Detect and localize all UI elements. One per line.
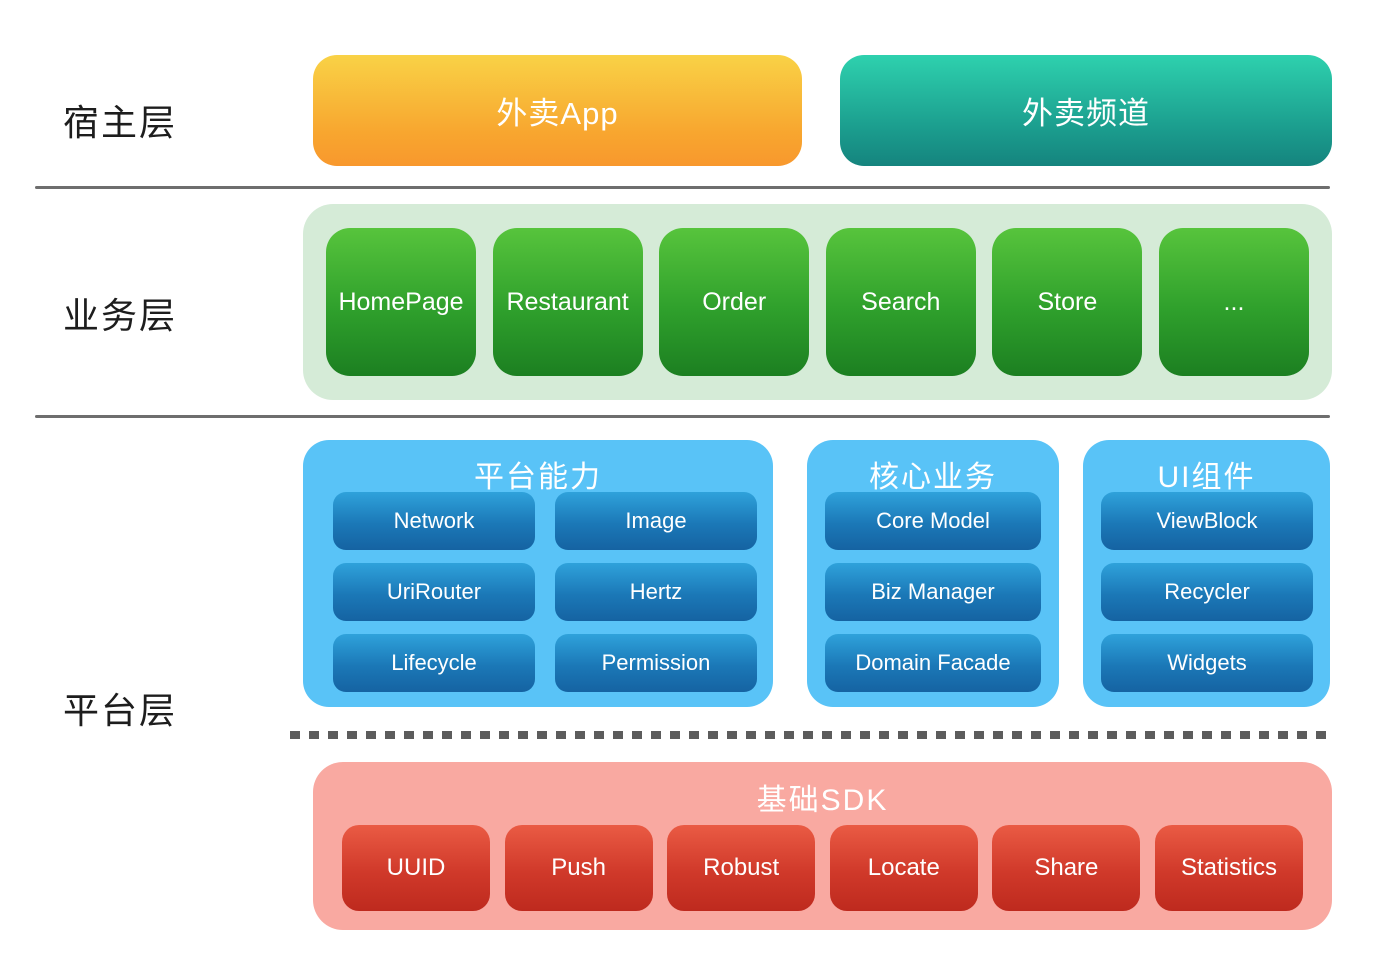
separator-platform-sdk-dashed (290, 731, 1330, 739)
group-base-sdk: 基础SDK UUID Push Robust Locate Share Stat… (313, 762, 1332, 930)
node-share: Share (992, 825, 1141, 911)
node-ellipsis: ... (1158, 228, 1309, 376)
node-robust: Robust (667, 825, 816, 911)
node-image: Image (555, 492, 757, 550)
node-hertz: Hertz (555, 563, 757, 621)
node-search: Search (825, 228, 976, 376)
group-core-business: 核心业务 Core Model Biz Manager Domain Facad… (807, 440, 1059, 707)
node-waimai-channel-label: 外卖频道 (1022, 96, 1150, 131)
group-core-business-grid: Core Model Biz Manager Domain Facade (825, 492, 1041, 692)
group-ui-components: UI组件 ViewBlock Recycler Widgets (1083, 440, 1330, 707)
node-uuid: UUID (342, 825, 490, 911)
node-store: Store (992, 228, 1143, 376)
host-layer-label: 宿主层 (63, 102, 178, 143)
group-ui-components-grid: ViewBlock Recycler Widgets (1101, 492, 1313, 692)
node-order: Order (659, 228, 810, 376)
group-ui-components-title: UI组件 (1157, 461, 1256, 494)
node-widgets: Widgets (1101, 634, 1313, 692)
node-viewblock: ViewBlock (1101, 492, 1313, 550)
node-waimai-channel: 外卖频道 (840, 55, 1332, 166)
node-locate: Locate (829, 825, 978, 911)
node-permission: Permission (555, 634, 757, 692)
node-push: Push (504, 825, 653, 911)
group-base-sdk-row: UUID Push Robust Locate Share Statistics (342, 825, 1303, 911)
node-lifecycle: Lifecycle (333, 634, 535, 692)
platform-layer-label: 平台层 (63, 690, 178, 731)
separator-business-platform (35, 415, 1330, 418)
node-core-model: Core Model (825, 492, 1041, 550)
group-platform-capability-title: 平台能力 (474, 461, 602, 494)
node-urirouter: UriRouter (333, 563, 535, 621)
business-modules-container: HomePage Restaurant Order Search Store .… (303, 204, 1332, 400)
node-recycler: Recycler (1101, 563, 1313, 621)
business-layer-label: 业务层 (63, 295, 178, 336)
group-base-sdk-title: 基础SDK (756, 784, 889, 817)
group-platform-capability: 平台能力 Network Image UriRouter Hertz Lifec… (303, 440, 773, 707)
node-network: Network (333, 492, 535, 550)
node-domain-facade: Domain Facade (825, 634, 1041, 692)
node-waimai-app-label: 外卖App (496, 96, 619, 131)
node-statistics: Statistics (1154, 825, 1303, 911)
node-homepage: HomePage (326, 228, 476, 376)
node-restaurant: Restaurant (492, 228, 643, 376)
group-platform-capability-grid: Network Image UriRouter Hertz Lifecycle … (333, 492, 757, 692)
separator-host-business (35, 186, 1330, 189)
group-core-business-title: 核心业务 (869, 461, 997, 494)
node-biz-manager: Biz Manager (825, 563, 1041, 621)
node-waimai-app: 外卖App (313, 55, 802, 166)
